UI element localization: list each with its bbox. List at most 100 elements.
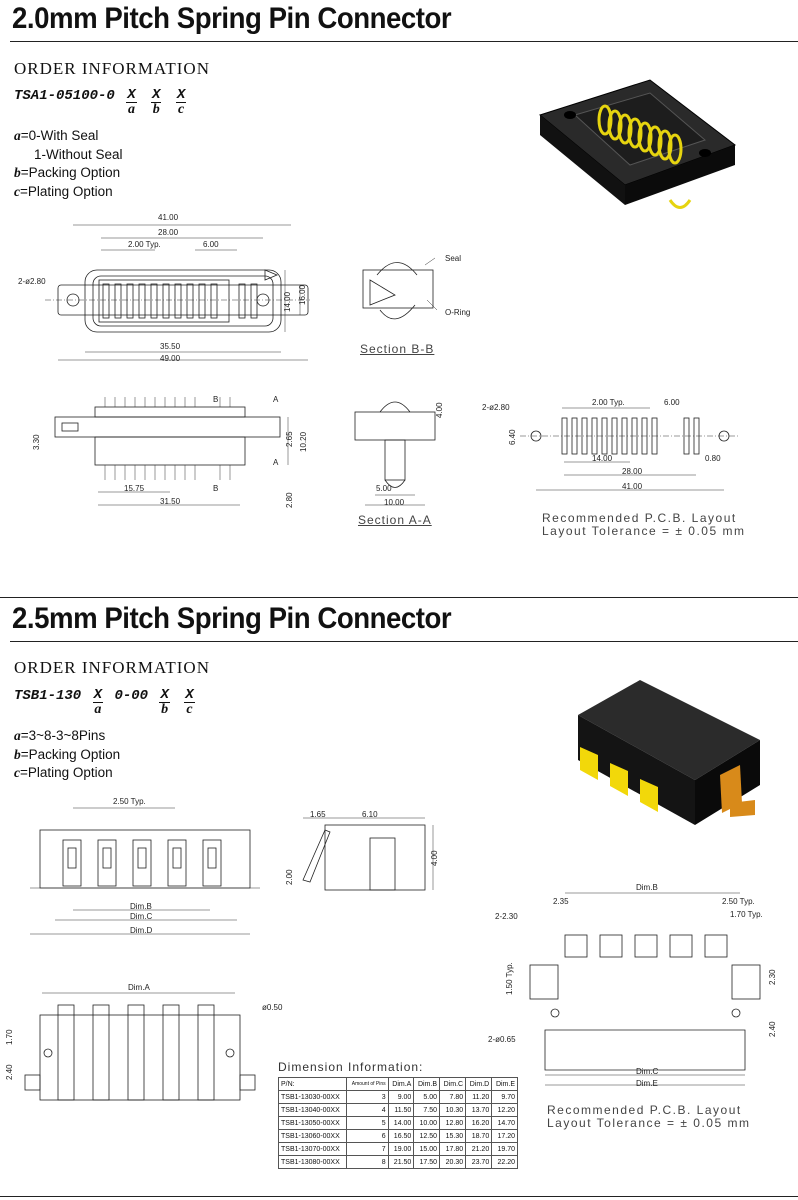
dim-6: 6.00 xyxy=(203,240,219,249)
pcb2-dim-230b: 2.30 xyxy=(768,969,777,985)
pcb-dim-080: 0.80 xyxy=(705,454,721,463)
table-title: Dimension Information: xyxy=(278,1060,424,1074)
table-cell: 19.70 xyxy=(491,1142,518,1156)
dim-hole: 2-ø2.80 xyxy=(18,277,46,286)
table-cell: 9.00 xyxy=(387,1090,415,1104)
dim-400: 4.00 xyxy=(435,402,444,418)
dim-1020: 10.20 xyxy=(299,431,308,452)
pcb-dim-640: 6.40 xyxy=(508,429,517,445)
table-cell: 11.50 xyxy=(387,1103,415,1117)
dim-610: 6.10 xyxy=(362,810,378,819)
table-cell: 17.80 xyxy=(439,1142,467,1156)
dim-2typ: 2.00 Typ. xyxy=(128,240,161,249)
dimension-table: P/N: Amount of Pins Dim.A Dim.B Dim.C Di… xyxy=(277,1077,518,1169)
drawing-side-view-2mm xyxy=(54,397,289,506)
option2-a: a=3~8-3~8Pins xyxy=(14,728,106,743)
label-b-top: B xyxy=(213,395,219,404)
dim-165: 1.65 xyxy=(310,810,326,819)
table-cell: 22.20 xyxy=(491,1155,518,1169)
pcb-caption-2a: Recommended P.C.B. Layout xyxy=(547,1103,742,1117)
table-cell: 8 xyxy=(346,1155,389,1169)
pcb2-dim-240: 2.40 xyxy=(768,1021,777,1037)
table-cell: 5.00 xyxy=(413,1090,441,1104)
dim-14: 14.00 xyxy=(283,291,292,312)
table-cell: 7.50 xyxy=(413,1103,441,1117)
section1-options: a=0-With Seal 1-Without Seal b=Packing O… xyxy=(14,127,123,201)
dim-28: 28.00 xyxy=(158,228,179,237)
label-seal: Seal xyxy=(445,254,462,263)
product-image-2mm xyxy=(538,79,737,209)
dim-a-bottom: Dim.A xyxy=(128,983,150,992)
dim-c-front: Dim.C xyxy=(130,912,153,921)
section-aa-label: Section A-A xyxy=(358,513,432,527)
dim-265: 2.65 xyxy=(285,431,294,447)
table-cell: 5 xyxy=(346,1116,389,1130)
pcb2-dim-150: 1.50 Typ. xyxy=(505,962,514,995)
table-cell: TSB1-13030-00XX xyxy=(277,1090,348,1104)
table-cell: 4 xyxy=(346,1103,389,1117)
product-image-2-5mm xyxy=(578,680,760,825)
part-mid-2: 0-00 xyxy=(114,688,149,704)
col-dimb: Dim.B xyxy=(413,1077,441,1091)
col-dima: Dim.A xyxy=(387,1077,415,1091)
drawing-front-view-2-5mm xyxy=(30,807,260,935)
dim-41: 41.00 xyxy=(158,213,179,222)
pcb2-dim-b: Dim.B xyxy=(636,883,658,892)
table-cell: 3 xyxy=(346,1090,389,1104)
section2-divider xyxy=(10,641,798,642)
table-cell: 7 xyxy=(346,1142,389,1156)
dim-1575: 15.75 xyxy=(124,484,145,493)
dim-200: 2.00 xyxy=(285,869,294,885)
label-oring: O-Ring xyxy=(445,308,471,317)
part-prefix: TSA1-05100-0 xyxy=(14,88,115,104)
table-cell: 12.80 xyxy=(439,1116,467,1130)
pcb2-dim-065: 2-ø0.65 xyxy=(488,1035,516,1044)
table-cell: 10.30 xyxy=(439,1103,467,1117)
option2-b: b=Packing Option xyxy=(14,746,121,762)
col-pins: Amount of Pins xyxy=(346,1077,389,1091)
table-cell: 15.00 xyxy=(413,1142,441,1156)
table-cell: 17.50 xyxy=(413,1155,441,1169)
pcb-caption-2b: Layout Tolerance = ± 0.05 mm xyxy=(547,1116,751,1130)
pcb-dim-hole: 2-ø2.80 xyxy=(482,403,510,412)
dim-250typ: 2.50 Typ. xyxy=(113,797,146,806)
table-cell: 10.00 xyxy=(413,1116,441,1130)
table-cell: 11.20 xyxy=(465,1090,493,1104)
dim-3150: 31.50 xyxy=(160,497,181,506)
drawing-bottom-view-2-5mm xyxy=(24,992,256,1101)
table-cell: 16.20 xyxy=(465,1116,493,1130)
dim-500: 5.00 xyxy=(376,484,392,493)
table-cell: 12.20 xyxy=(491,1103,518,1117)
section1-title: 2.0mm Pitch Spring Pin Connector xyxy=(12,2,452,35)
pcb2-dim-170: 1.70 Typ. xyxy=(730,910,763,919)
option-b: b=Packing Option xyxy=(14,165,121,180)
option-a2: 1-Without Seal xyxy=(34,146,123,162)
table-cell: 15.30 xyxy=(439,1129,467,1143)
section2-order-heading: ORDER INFORMATION xyxy=(14,658,210,677)
section2-options: a=3~8-3~8Pins b=Packing Option c=Plating… xyxy=(14,727,120,783)
label-a-bot: A xyxy=(273,458,279,467)
dim-355: 35.50 xyxy=(160,342,181,351)
pcb-dim-41: 41.00 xyxy=(622,482,643,491)
dim-400-side: 4.00 xyxy=(430,850,439,866)
pcb-dim-14: 14.00 xyxy=(592,454,613,463)
drawing-pcb-2mm xyxy=(520,407,740,491)
table-cell: 20.30 xyxy=(439,1155,467,1169)
dim-170: 1.70 xyxy=(5,1029,14,1045)
label-b-bot: B xyxy=(213,484,219,493)
table-cell: 21.20 xyxy=(465,1142,493,1156)
section2-title: 2.5mm Pitch Spring Pin Connector xyxy=(12,602,452,635)
label-a-top: A xyxy=(273,395,279,404)
drawing-side-view-2-5mm xyxy=(302,817,434,891)
option-a: a=0-With Seal xyxy=(14,128,99,143)
dim-1000: 10.00 xyxy=(384,498,405,507)
